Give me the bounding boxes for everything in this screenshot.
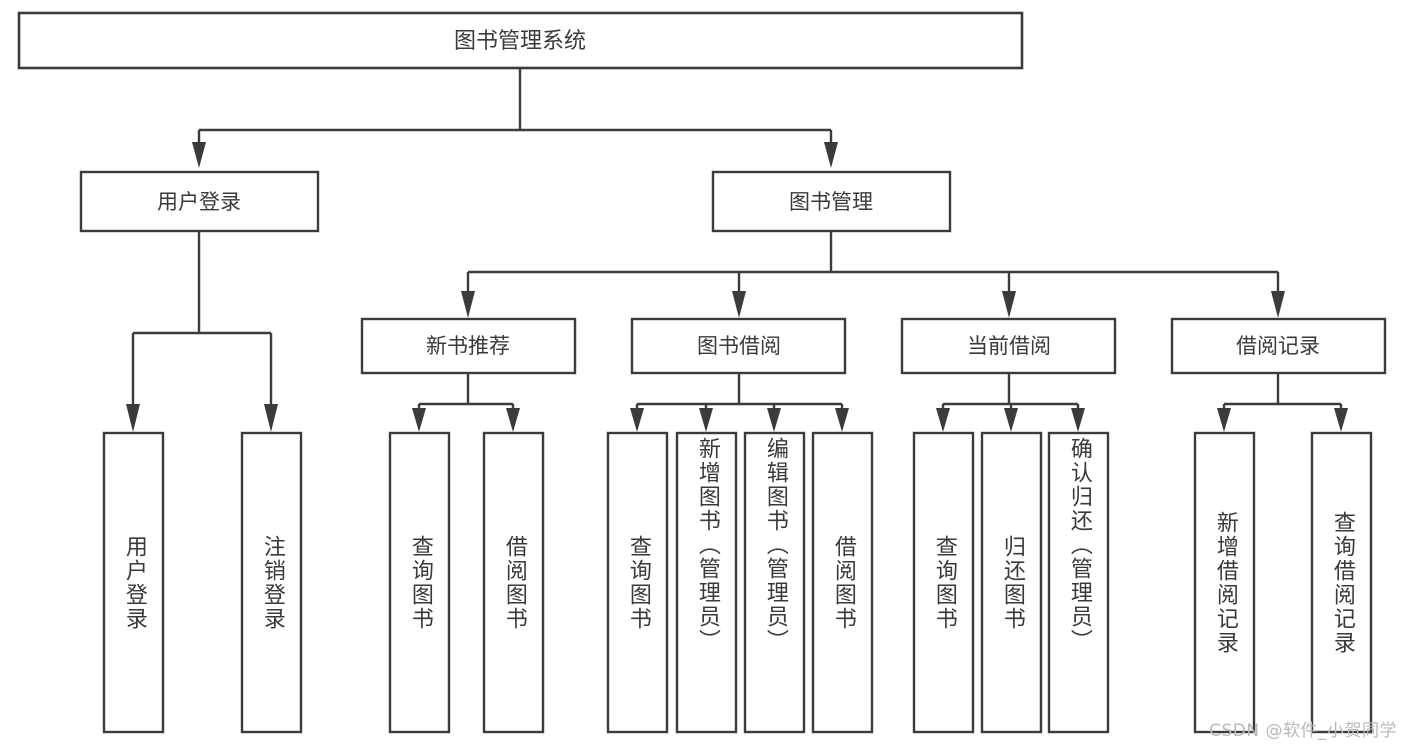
node-borrow-record-box[interactable] [1170, 317, 1387, 375]
arrow-head-book-borrow [732, 291, 746, 318]
leaf-box-book-borrow-4[interactable] [811, 431, 874, 734]
node-user-login[interactable]: 用户登录 [79, 170, 320, 233]
arrow-head-user-login-leaf-2 [264, 404, 278, 432]
node-borrow-record[interactable]: 借阅记录 [1170, 317, 1387, 375]
leaf-box-group-borrow-record [1193, 431, 1373, 734]
node-root-box[interactable] [17, 11, 1024, 70]
node-current-borrow[interactable]: 当前借阅 [900, 317, 1117, 375]
arrow-head-current-borrow-leaf-2 [1004, 408, 1018, 432]
arrow-head-new-book-leaf-1 [412, 408, 426, 432]
csdn-watermark: CSDN @软件_小贺同学 [1209, 721, 1397, 741]
leaf-box-user-login-2[interactable] [240, 431, 303, 734]
leaf-box-book-borrow-1[interactable] [606, 431, 669, 734]
node-book-management[interactable]: 图书管理 [711, 170, 952, 233]
arrow-head-user-login [192, 142, 206, 168]
leaf-box-book-borrow-3[interactable] [743, 431, 806, 734]
node-root[interactable]: 图书管理系统 [17, 11, 1024, 70]
arrow-head-new-book [461, 291, 475, 318]
leaf-box-user-login-1[interactable] [102, 431, 165, 734]
arrow-head-current-borrow-leaf-1 [936, 408, 950, 432]
leaf-box-current-borrow-1[interactable] [912, 431, 975, 734]
leaf-box-new-book-1[interactable] [388, 431, 451, 734]
arrow-head-book-borrow-leaf-1 [630, 408, 644, 432]
connector-group-new-book [412, 374, 520, 432]
leaf-box-group-new-book [388, 431, 545, 734]
arrow-head-borrow-record-leaf-2 [1334, 408, 1348, 432]
arrow-head-current-borrow-leaf-3 [1071, 408, 1085, 432]
arrow-head-borrow-record-leaf-1 [1217, 408, 1231, 432]
connector-group-current-borrow [936, 374, 1085, 432]
arrow-head-borrow-record [1271, 291, 1285, 318]
node-book-borrow[interactable]: 图书借阅 [630, 317, 847, 375]
node-root-label: 图书管理系统 [454, 29, 586, 54]
connector-group-user-login [126, 232, 278, 432]
arrow-head-book-borrow-leaf-2 [699, 408, 713, 432]
node-borrow-record-label: 借阅记录 [1236, 334, 1320, 358]
node-new-book-recommend-label: 新书推荐 [426, 334, 510, 358]
arrow-head-current-borrow [1002, 291, 1016, 318]
node-book-management-box[interactable] [711, 170, 952, 233]
node-current-borrow-label: 当前借阅 [967, 334, 1051, 358]
leaf-box-current-borrow-3[interactable] [1047, 431, 1110, 734]
node-book-management-label: 图书管理 [789, 190, 873, 214]
node-book-borrow-box[interactable] [630, 317, 847, 375]
connector-group-book-borrow [630, 374, 849, 432]
node-current-borrow-box[interactable] [900, 317, 1117, 375]
node-new-book-recommend[interactable]: 新书推荐 [360, 317, 577, 375]
leaf-box-borrow-record-2[interactable] [1310, 431, 1373, 734]
node-user-login-box[interactable] [79, 170, 320, 233]
node-user-login-label: 用户登录 [157, 190, 241, 214]
node-book-borrow-label: 图书借阅 [697, 334, 781, 358]
arrow-head-book-borrow-leaf-4 [835, 408, 849, 432]
connector-group-borrow-record [1217, 374, 1348, 432]
node-new-book-recommend-box[interactable] [360, 317, 577, 375]
arrow-head-book-mgmt [824, 142, 838, 168]
leaf-box-group-user-login [102, 431, 303, 734]
leaf-box-current-borrow-2[interactable] [980, 431, 1043, 734]
connector-group-root [192, 69, 838, 168]
arrow-head-user-login-leaf-1 [126, 404, 140, 432]
arrow-head-book-borrow-leaf-3 [767, 408, 781, 432]
leaf-box-group-book-borrow [606, 431, 874, 734]
leaf-box-book-borrow-2[interactable] [675, 431, 738, 734]
connector-group-book-mgmt [461, 232, 1285, 318]
leaf-box-group-current-borrow [912, 431, 1110, 734]
leaf-box-borrow-record-1[interactable] [1193, 431, 1256, 734]
leaf-box-new-book-2[interactable] [482, 431, 545, 734]
arrow-head-new-book-leaf-2 [506, 408, 520, 432]
